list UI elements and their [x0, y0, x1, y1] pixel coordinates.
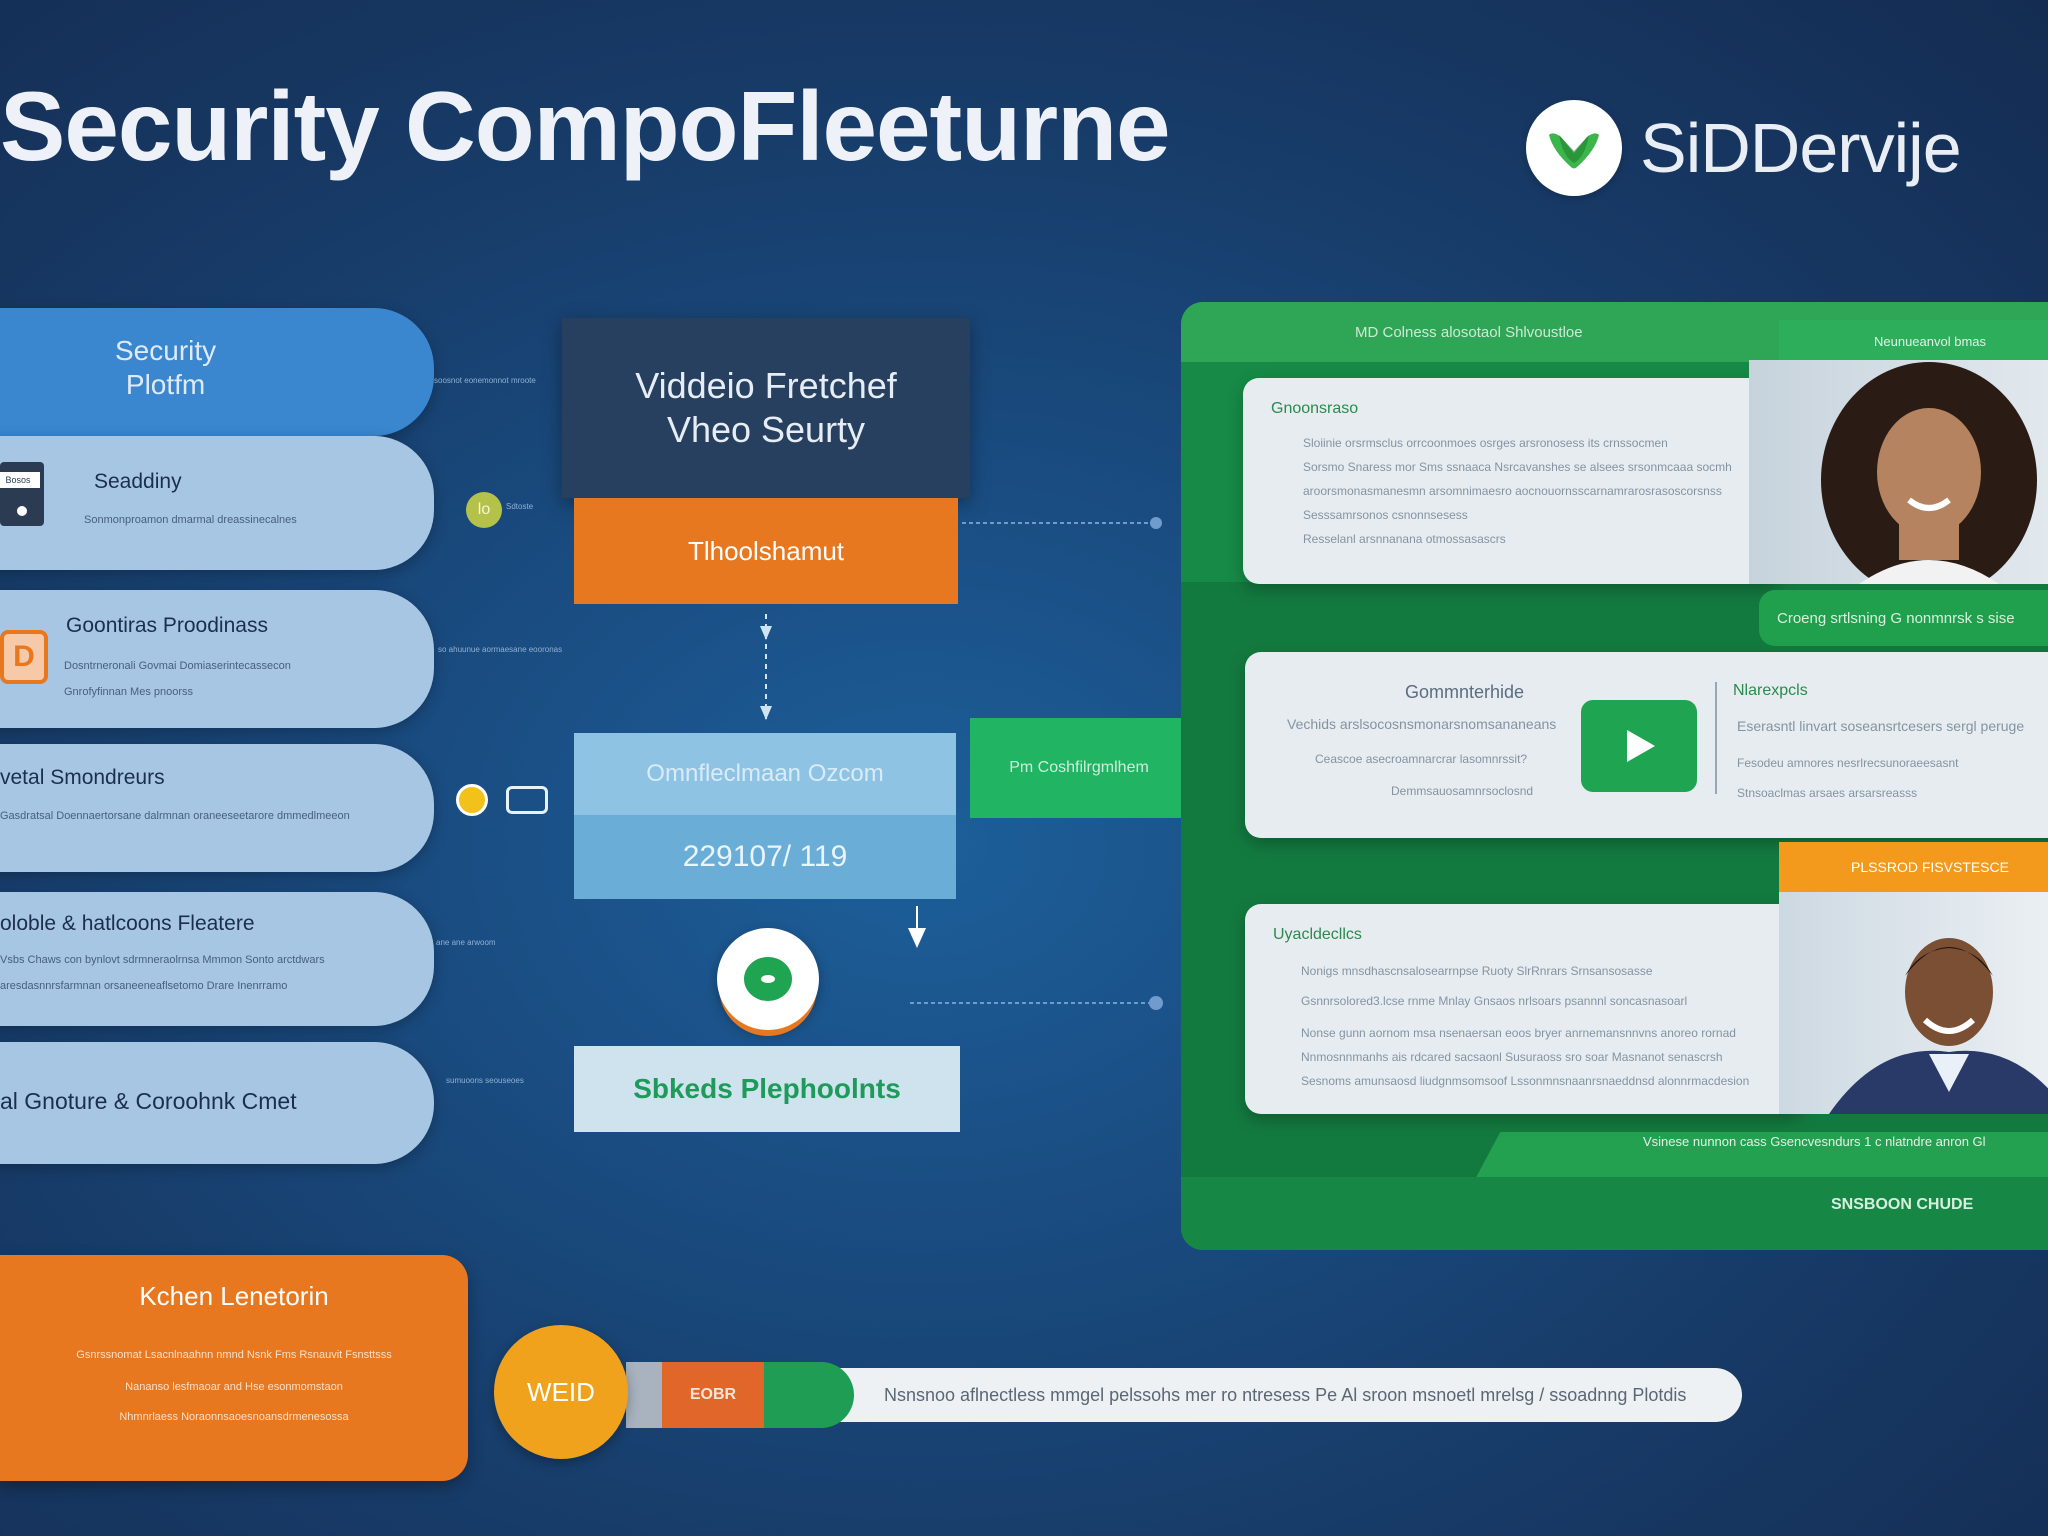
left-item-oloble[interactable]: oloble & hatlcoons Fleatere Vsbs Chaws c… [0, 892, 434, 1026]
center-bottom-box[interactable]: Sbkeds Plephoolnts [574, 1046, 960, 1132]
portrait-man-photo [1779, 892, 2048, 1114]
card-1-line: Resselanl arsnnanana otmossasascrs [1303, 532, 1506, 546]
panel-top-label: MD Colness alosotaol Shlvoustloe [1355, 324, 1583, 341]
info-card-2[interactable]: Gommnterhide Vechids arslsocosnsmonarsno… [1245, 652, 2048, 838]
video-play-button[interactable] [1581, 700, 1697, 792]
panel-bottom-line: Vsinese nunnon cass Gsencvesndurs 1 c nl… [1643, 1134, 1986, 1149]
card-3-line: Gsnnrsolored3.lcse rnme Mnlay Gnsaos nrl… [1301, 994, 1688, 1008]
bottom-orange-line: Gsnrssnomat Lsacnlnaahnn nmnd Nsnk Fms R… [76, 1349, 392, 1361]
connector-label: sumuoons seouseoes [446, 1076, 524, 1085]
card-2-right-line: Stnsoaclmas arsaes arsarsreasss [1737, 786, 1918, 800]
left-item-seaddiny[interactable]: Bosos Seaddiny Sonmonproamon dmarmal dre… [0, 436, 434, 570]
center-video-box[interactable]: Viddeio Fretchef Vheo Seurty [562, 318, 970, 498]
card-3-line: Nnmosnnmanhs ais rdcared sacsaonl Susura… [1301, 1050, 1723, 1064]
connector-label: ane ane arwoom [436, 938, 496, 947]
card-2-right-heading: Nlarexpcls [1733, 682, 1808, 699]
document-icon: D [0, 630, 48, 684]
left-item-title: oloble & hatlcoons Fleatere [0, 912, 255, 935]
card-1-heading: Gnoonsraso [1271, 400, 1359, 417]
left-item-sub: Gasdratsal Doennaertorsane dalrmnan oran… [0, 810, 350, 822]
left-item-title: Goontiras Proodinass [66, 614, 268, 637]
device-icon: Bosos [0, 462, 44, 526]
card-1-line: aroorsmonasmanesmn arsomnimaesro aocnouo… [1303, 484, 1722, 498]
panel-top-right-label: Neunueanvol bmas [1779, 320, 2048, 362]
bar-segment-label: EOBR [662, 1362, 764, 1428]
left-item-title: Seaddiny [94, 470, 182, 493]
card-3-line: Sesnoms amunsaosd liudgnmsomsoof Lssonmn… [1301, 1074, 1750, 1088]
connector-label: so ahuunue aormaesane eooronas [438, 645, 563, 654]
bottom-orange-line: Nananso lesfmaoar and Hse esonmomstaon [125, 1381, 343, 1393]
yellow-dot-icon [456, 784, 488, 816]
left-item-title: al Gnoture & Coroohnk Cmet [0, 1088, 297, 1114]
card-1-line: Sesssamrsonos csnonnsesess [1303, 508, 1468, 522]
connector-label: soosnot eonemonnot mroote [434, 376, 536, 385]
orange-badge: PLSSROD FISVSTESCE [1779, 842, 2048, 892]
card-icon [506, 786, 548, 814]
card-3-heading: Uyacldecllcs [1273, 926, 1362, 943]
card-2-line: Demmsauosamnrsoclosnd [1391, 784, 1534, 798]
left-item-goontiras[interactable]: D Goontiras Proodinass Dosntrneronali Go… [0, 590, 434, 728]
page-title: Security CompoFleeturne [0, 71, 1171, 181]
small-circle-icon: lo [466, 492, 502, 528]
bottom-circle-badge[interactable]: WEID [494, 1325, 628, 1459]
left-item-title: vetal Smondreurs [0, 766, 165, 789]
panel-mid-label: Croeng srtlsning G nonmnrsk s sise [1759, 590, 2048, 646]
panel-footer-label[interactable]: SNSBOON CHUDE [1831, 1196, 1974, 1213]
card-2-right-line: Eserasntl linvart soseansrtcesers sergl … [1737, 718, 2025, 734]
left-item-vetal[interactable]: vetal Smondreurs Gasdratsal Doennaertors… [0, 744, 434, 872]
left-item-sub: Sonmonproamon dmarmal dreassinecalnes [84, 514, 297, 526]
left-item-gnoture[interactable]: al Gnoture & Coroohnk Cmet [0, 1042, 434, 1164]
card-1-line: Sorsmo Snaress mor Sms ssnaaca Nsrcavans… [1303, 460, 1732, 474]
info-card-3[interactable]: Uyacldecllcs Nonigs mnsdhascnsalosearrnp… [1245, 904, 1805, 1114]
brand-logo-icon [1526, 100, 1622, 196]
center-green-box[interactable]: Pm Coshfilrgmlhem [970, 718, 1188, 818]
center-video-line-1: Viddeio Fretchef [635, 365, 897, 406]
card-3-line: Nonigs mnsdhascnsalosearrnpse Ruoty SlrR… [1301, 964, 1653, 978]
bottom-orange-line: Nhmnrlaess Noraonnsaoesnoansdrmenesossa [119, 1411, 349, 1423]
play-icon [1627, 730, 1655, 762]
left-item-title: Security Plotfm [115, 335, 217, 400]
card-2-heading: Gommnterhide [1405, 682, 1525, 702]
left-item-security-platform[interactable]: Security Plotfm [0, 308, 434, 436]
bottom-orange-title: Kchen Lenetorin [139, 1281, 329, 1311]
portrait-woman-photo [1749, 360, 2048, 584]
card-2-right-line: Fesodeu amnores nesrlrecsunoraeesasnt [1737, 756, 1959, 770]
left-item-sub-1: Dosntrneronali Govmai Domiaserintecassec… [64, 660, 291, 672]
center-video-line-2: Vheo Seurty [666, 409, 866, 450]
brand-name: SiDDervije [1640, 109, 1962, 187]
left-item-sub-2: aresdasnnrsfarmnan orsaneeneaflsetomo Dr… [0, 980, 288, 992]
device-badge: Bosos [0, 470, 42, 490]
bottom-progress-bar[interactable]: EOBR Nsnsnoo aflnectless mmgel pelssohs … [626, 1362, 1756, 1428]
connector-label: Sdtoste [506, 502, 534, 511]
card-1-line: Sloiinie orsrmsclus orrcoonmoes osrges a… [1303, 436, 1668, 450]
center-light-box-bottom[interactable]: 229107/ 119 [574, 815, 956, 899]
brand[interactable]: SiDDervije [1526, 100, 1962, 196]
left-item-sub-1: Vsbs Chaws con bynlovt sdrmneraolrnsa Mm… [0, 954, 325, 966]
center-orange-box[interactable]: Tlhoolshamut [574, 498, 958, 604]
card-3-line: Nonse gunn aornom msa nsenaersan eoos br… [1301, 1026, 1736, 1040]
right-panel: MD Colness alosotaol Shlvoustloe Neunuea… [1181, 302, 2048, 1250]
center-shield-icon [717, 928, 819, 1030]
left-item-sub-2: Gnrofyfinnan Mes pnoorss [64, 686, 194, 698]
bottom-orange-card[interactable]: Kchen Lenetorin Gsnrssnomat Lsacnlnaahnn… [0, 1255, 468, 1481]
card-2-line: Ceascoe asecroamnarcrar lasomnrssit? [1315, 752, 1528, 766]
info-card-1[interactable]: Gnoonsraso Sloiinie orsrmsclus orrcoonmo… [1243, 378, 1783, 584]
card-2-line: Vechids arslsocosnsmonarsnomsananeans [1287, 716, 1557, 732]
bar-text: Nsnsnoo aflnectless mmgel pelssohs mer r… [814, 1368, 1742, 1422]
center-light-box-top[interactable]: Omnfleclmaan Ozcom [574, 733, 956, 815]
